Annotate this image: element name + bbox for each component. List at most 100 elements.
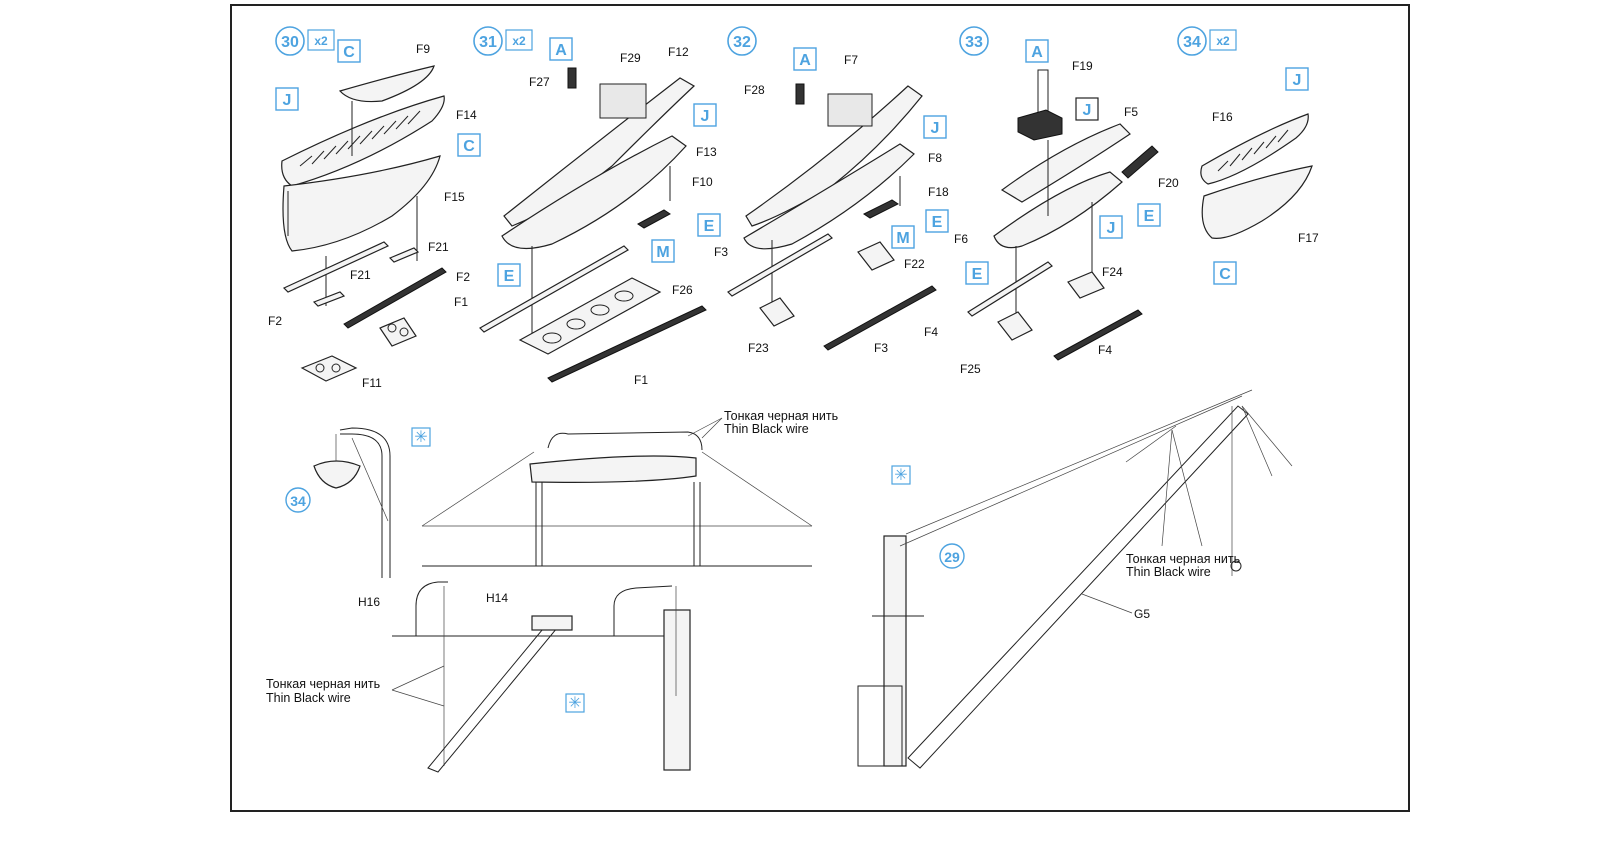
ref-a: A bbox=[555, 42, 567, 59]
boat-lashing-detail: Тонкая черная нить Thin Black wire bbox=[421, 409, 838, 567]
quantity-badge: x2 bbox=[512, 34, 526, 48]
stand-f23 bbox=[759, 297, 795, 327]
step-number-badge bbox=[275, 26, 305, 56]
step-number: 32 bbox=[733, 34, 751, 51]
label-f4: F4 bbox=[1098, 343, 1112, 357]
label-f24: F24 bbox=[1102, 265, 1123, 279]
label-f27: F27 bbox=[529, 75, 550, 89]
label-f17: F17 bbox=[1298, 231, 1319, 245]
label-f11: F11 bbox=[362, 376, 382, 390]
step-number: 34 bbox=[1183, 34, 1201, 51]
label-f18: F18 bbox=[928, 185, 949, 199]
rail-f2 bbox=[343, 267, 447, 329]
crane-detail: ✳ 29 G5 Тонкая черная нить Thin Black wi… bbox=[857, 389, 1293, 769]
label-f13: F13 bbox=[696, 145, 717, 159]
label-f23: F23 bbox=[748, 341, 769, 355]
rail-f3 bbox=[823, 285, 937, 351]
hull-f15 bbox=[282, 155, 441, 252]
step-31: 31 x2 A J E M E F29 F12 F27 F13 F10 F26 … bbox=[454, 26, 721, 387]
callout-34: 34 bbox=[290, 493, 306, 509]
label-f22: F22 bbox=[904, 257, 925, 271]
part-f20 bbox=[1121, 145, 1159, 179]
davit-detail: 34 ✳ bbox=[285, 427, 431, 578]
quantity-badge: x2 bbox=[1216, 34, 1230, 48]
label-f5: F5 bbox=[1124, 105, 1138, 119]
label-f15: F15 bbox=[444, 190, 465, 204]
step-number: 33 bbox=[965, 34, 983, 51]
wire-note-ru: Тонкая черная нить bbox=[1126, 552, 1240, 566]
wire-note-en: Thin Black wire bbox=[724, 422, 809, 436]
stand-f24 bbox=[1067, 271, 1105, 299]
lifeboat-side bbox=[529, 455, 697, 483]
label-f29: F29 bbox=[620, 51, 641, 65]
label-f16: F16 bbox=[1212, 110, 1233, 124]
hull-f16 bbox=[1200, 113, 1309, 185]
callout-29: 29 bbox=[944, 549, 960, 565]
ref-j: J bbox=[1107, 220, 1116, 237]
step-33: 33 A J J E E F19 F5 F20 F6 F24 F4 F25 F4 bbox=[924, 26, 1179, 376]
instruction-sheet: 30 x2 C J C bbox=[230, 4, 1410, 812]
ref-c: C bbox=[343, 44, 355, 61]
part-f19 bbox=[1017, 109, 1063, 141]
label-f1: F1 bbox=[454, 295, 468, 309]
label-f2: F2 bbox=[456, 270, 470, 284]
hull-f13 bbox=[501, 135, 687, 250]
assembly-diagram: 30 x2 C J C bbox=[266, 26, 1319, 773]
propeller-f18 bbox=[863, 199, 899, 219]
crane-jib-g5 bbox=[907, 405, 1249, 769]
wire-note-ru: Тонкая черная нить bbox=[266, 677, 380, 691]
label-f7: F7 bbox=[844, 53, 858, 67]
label-g5: G5 bbox=[1134, 607, 1150, 621]
label-f14: F14 bbox=[456, 108, 477, 122]
label-f3: F3 bbox=[874, 341, 888, 355]
wire-note-en: Thin Black wire bbox=[1126, 565, 1211, 579]
ref-m: M bbox=[656, 244, 669, 261]
hanging-boat bbox=[313, 460, 361, 489]
wire-note-ru: Тонкая черная нить bbox=[724, 409, 838, 423]
stand-f22 bbox=[857, 241, 895, 271]
label-f21: F21 bbox=[350, 268, 371, 282]
deck-f5 bbox=[1000, 123, 1131, 203]
label-f20: F20 bbox=[1158, 176, 1179, 190]
label-f9: F9 bbox=[416, 42, 430, 56]
mast bbox=[883, 535, 907, 767]
part-f27 bbox=[567, 67, 577, 89]
ref-a: A bbox=[1031, 44, 1043, 61]
ref-j: J bbox=[283, 92, 292, 109]
wire-note-en: Thin Black wire bbox=[266, 691, 351, 705]
label-f26: F26 bbox=[672, 283, 693, 297]
label-f25: F25 bbox=[960, 362, 981, 376]
label-h14: H14 bbox=[486, 591, 508, 605]
hull-f6 bbox=[993, 171, 1123, 249]
part-f28 bbox=[795, 83, 805, 105]
hull-f8 bbox=[743, 143, 915, 250]
step-number: 30 bbox=[281, 34, 299, 51]
ref-c: C bbox=[463, 138, 475, 155]
ref-a: A bbox=[799, 52, 811, 69]
ref-j: J bbox=[701, 108, 710, 125]
ladder-detail: H16 H14 Тонкая черная нить Thin Black wi… bbox=[266, 581, 691, 773]
rail-f1 bbox=[547, 305, 707, 383]
ref-e: E bbox=[972, 266, 983, 283]
ref-j: J bbox=[931, 120, 940, 137]
ref-m: M bbox=[896, 230, 909, 247]
stand-f25 bbox=[997, 311, 1033, 341]
label-f21: F21 bbox=[428, 240, 449, 254]
stand-f26 bbox=[518, 277, 662, 355]
ref-e: E bbox=[504, 268, 515, 285]
accommodation-ladder bbox=[663, 609, 691, 771]
asterisk-box-icon: ✳ bbox=[414, 429, 427, 446]
label-f6: F6 bbox=[954, 232, 968, 246]
label-f3: F3 bbox=[714, 245, 728, 259]
base-f11 bbox=[300, 355, 358, 382]
label-f12: F12 bbox=[668, 45, 689, 59]
step-number: 31 bbox=[479, 34, 497, 51]
asterisk-box-icon: ✳ bbox=[568, 695, 581, 712]
ref-c: C bbox=[1219, 266, 1231, 283]
label-f19: F19 bbox=[1072, 59, 1093, 73]
step-34: 34 x2 J C F16 F17 bbox=[1177, 26, 1319, 285]
label-h16: H16 bbox=[358, 595, 380, 609]
label-f4: F4 bbox=[924, 325, 938, 339]
propeller-f10 bbox=[637, 209, 671, 229]
ref-j: J bbox=[1083, 102, 1092, 119]
